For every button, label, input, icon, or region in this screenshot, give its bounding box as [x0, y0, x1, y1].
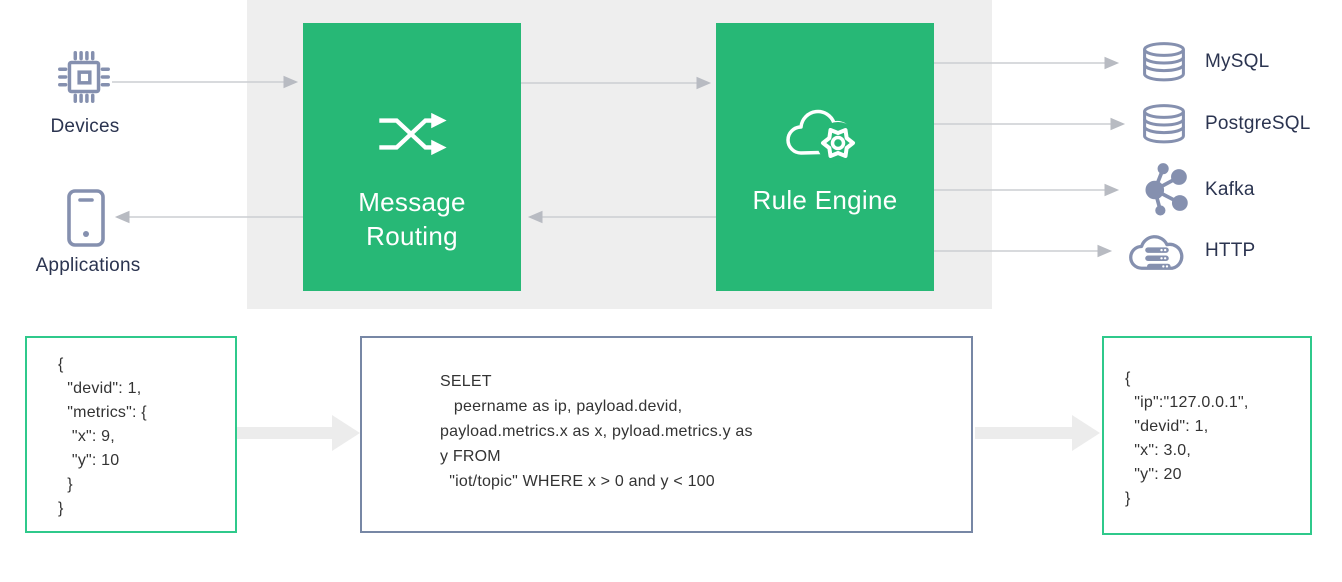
cloud-server-icon: [1129, 235, 1184, 270]
rule-engine-box: Rule Engine: [716, 23, 934, 291]
database-icon: [1143, 104, 1185, 144]
input-json-code: { "devid": 1, "metrics": { "x": 9, "y": …: [58, 356, 147, 517]
block-arrow-sql-to-output: [975, 415, 1100, 451]
devices-label: Devices: [50, 116, 120, 137]
rule-engine-label: Rule Engine: [752, 185, 898, 215]
input-json-box: { "devid": 1, "metrics": { "x": 9, "y": …: [25, 336, 237, 533]
sink-label-postgresql: PostgreSQL: [1205, 113, 1311, 134]
applications-label: Applications: [35, 255, 141, 276]
cloud-gear-icon: [786, 109, 859, 164]
sink-label-http: HTTP: [1205, 240, 1256, 261]
smartphone-icon: [67, 189, 105, 247]
sink-label-mysql: MySQL: [1205, 51, 1270, 72]
rule-sql-box: SELET peername as ip, payload.devid, pay…: [360, 336, 973, 533]
output-json-code: { "ip":"127.0.0.1", "devid": 1, "x": 3.0…: [1125, 370, 1249, 507]
message-routing-label: Message Routing: [358, 187, 466, 251]
chip-icon: [58, 51, 110, 103]
kafka-node-graph-icon: [1145, 163, 1188, 216]
database-icon: [1143, 42, 1185, 82]
shuffle-icon: [379, 112, 447, 156]
rule-sql-code: SELET peername as ip, payload.devid, pay…: [440, 373, 753, 490]
output-json-box: { "ip":"127.0.0.1", "devid": 1, "x": 3.0…: [1102, 336, 1312, 535]
message-routing-box: Message Routing: [303, 23, 521, 291]
sink-label-kafka: Kafka: [1205, 179, 1255, 200]
block-arrow-input-to-sql: [237, 415, 360, 451]
